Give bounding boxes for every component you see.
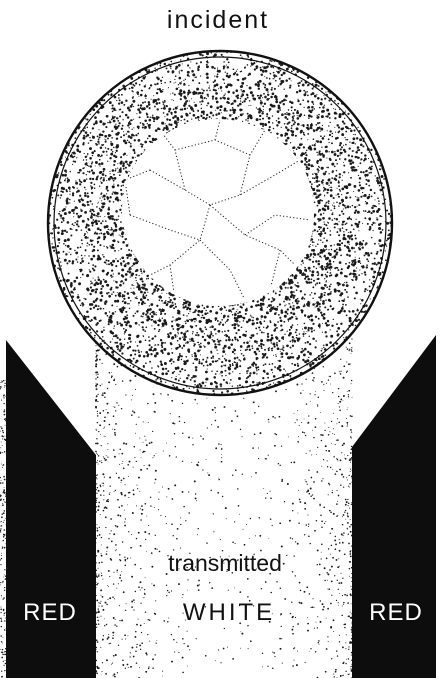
left-red-band: [0, 340, 96, 678]
right-red-label: RED: [369, 599, 423, 626]
transmitted-label: transmitted: [168, 550, 282, 576]
sphere: [46, 47, 396, 399]
left-red-label: RED: [23, 599, 77, 626]
right-red-band: [352, 335, 436, 678]
white-label: WHITE: [183, 599, 275, 626]
sphere-core: [122, 119, 314, 301]
incident-label: incident: [167, 6, 269, 34]
